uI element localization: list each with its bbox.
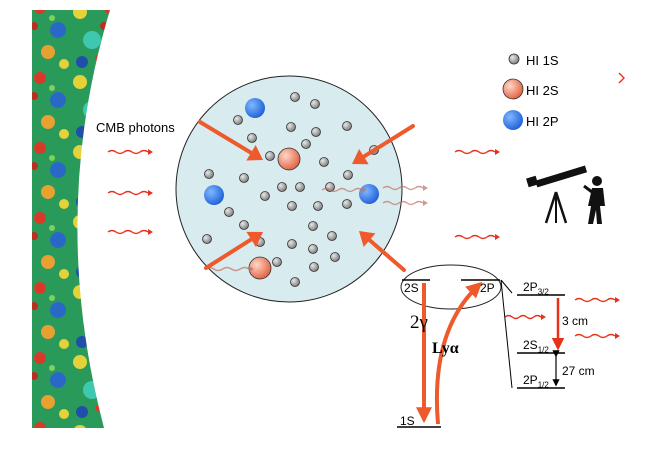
photon-wave <box>454 149 496 155</box>
photon-wave <box>107 149 149 155</box>
hi-1s-atom <box>239 173 249 183</box>
photon-wave-head <box>541 314 546 320</box>
two-gamma-label: 2γ <box>410 312 428 333</box>
hi-1s-atom <box>277 182 287 192</box>
legend-2p-atom-icon <box>503 110 523 130</box>
hi-2s-atom <box>277 147 301 171</box>
inward-photon-arrow-head <box>352 148 369 165</box>
photon-wave-head <box>615 297 620 303</box>
level-2s-label: 2S <box>404 281 419 295</box>
lyman-alpha-label: Lyα <box>432 340 459 357</box>
photon-wave-head <box>423 185 428 191</box>
hi-1s-atom <box>301 139 311 149</box>
hi-1s-atom <box>239 220 249 230</box>
photon-wave-head <box>495 149 500 155</box>
hi-1s-atom <box>310 99 320 109</box>
photon-wave <box>382 200 424 206</box>
photon-wave-head <box>615 333 620 339</box>
photon-wave-head <box>423 200 428 206</box>
hi-2p-atom <box>204 185 224 205</box>
photon-layer <box>107 72 625 339</box>
hi-1s-atom <box>319 157 329 167</box>
inward-photon-arrow-head <box>359 231 376 247</box>
hi-1s-atom <box>343 170 353 180</box>
hi-1s-atom <box>224 207 234 217</box>
hi-1s-atom <box>308 244 318 254</box>
legend-2s-label: HI 2S <box>526 83 559 98</box>
hi-1s-atom <box>327 231 337 241</box>
legend-2s-atom-icon <box>502 78 524 100</box>
photon-wave-head <box>148 229 153 235</box>
hi-1s-atom <box>204 169 214 179</box>
hi-2p-atom <box>245 98 265 118</box>
level-1s-label: 1S <box>400 414 415 428</box>
level-2p-label: 2P <box>480 281 495 295</box>
hi-1s-atom <box>311 127 321 137</box>
photon-wave-head <box>249 266 254 272</box>
level-2s12-label: 2S1/2 <box>523 338 549 355</box>
hi-1s-atom <box>272 257 282 267</box>
inward-photon-arrow <box>198 120 254 155</box>
inward-photon-arrow <box>361 124 415 159</box>
photon-wave <box>321 187 363 193</box>
inward-photon-arrow-head <box>246 145 263 161</box>
photon-wave <box>107 190 149 196</box>
hi-1s-atom <box>265 151 275 161</box>
inward-photon-arrow <box>204 237 254 270</box>
inward-photon-arrow-head <box>246 231 263 248</box>
hi-1s-atom <box>260 191 270 201</box>
photon-wave <box>574 333 616 339</box>
hi-1s-atom <box>287 239 297 249</box>
inward-photon-arrow <box>367 238 406 272</box>
hi-1s-atom <box>342 199 352 209</box>
hi-1s-atom <box>309 262 319 272</box>
spacing-3cm-label: 3 cm <box>562 314 589 328</box>
hi-1s-atom <box>290 277 300 287</box>
photon-wave <box>454 234 496 240</box>
level-2p12-label: 2P1/2 <box>523 373 549 390</box>
legend-2p-label: HI 2P <box>526 114 559 129</box>
legend-1s-label: HI 1S <box>526 53 559 68</box>
hi-1s-atom <box>290 92 300 102</box>
inward-arrow-layer <box>198 120 415 272</box>
cmb-map <box>32 10 110 428</box>
gas-cloud <box>175 75 403 303</box>
hi-1s-atom <box>330 252 340 262</box>
hi-1s-atom <box>295 182 305 192</box>
hi-1s-atom <box>233 115 243 125</box>
fine-structure-bracket <box>500 279 513 389</box>
telescope-observer-icon <box>526 165 605 224</box>
photon-wave-head <box>362 187 367 193</box>
spacing-27cm-label: 27 cm <box>562 364 595 378</box>
photon-wave-head <box>148 190 153 196</box>
photon-wave <box>107 229 149 235</box>
photon-wave <box>504 314 542 320</box>
hi-1s-atom <box>287 201 297 211</box>
hi-1s-atom <box>202 234 212 244</box>
n2-level-ellipse <box>400 264 502 310</box>
lyman-alpha-arrow <box>434 281 483 425</box>
level-2p32-label: 2P3/2 <box>523 280 549 297</box>
legend-1s-atom-icon <box>508 53 520 65</box>
hi-1s-atom <box>313 201 323 211</box>
hi-1s-atom <box>286 122 296 132</box>
photon-wave-head <box>618 72 625 84</box>
photon-wave <box>204 266 250 272</box>
hi-1s-atom <box>342 121 352 131</box>
cmb-photons-label: CMB photons <box>96 120 175 135</box>
hi-1s-atom <box>247 133 257 143</box>
photon-wave-head <box>148 149 153 155</box>
photon-wave <box>574 297 616 303</box>
hi-1s-atom <box>308 221 318 231</box>
photon-wave <box>382 185 424 191</box>
photon-wave-head <box>495 234 500 240</box>
